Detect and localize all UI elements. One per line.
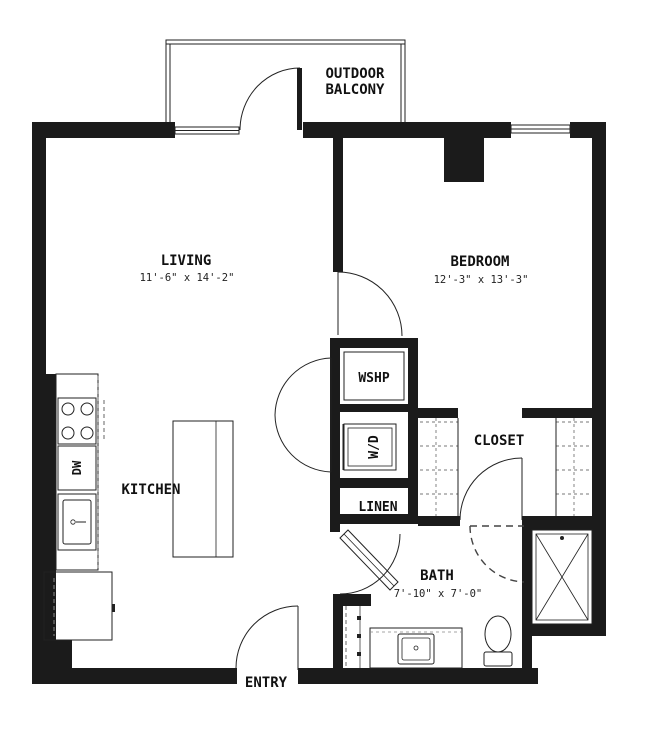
living-dimensions: 11'-6" x 14'-2" xyxy=(140,272,235,284)
closet-shelving xyxy=(420,418,592,516)
bath-entry-door xyxy=(339,533,401,595)
bedroom-label: BEDROOM xyxy=(450,254,509,270)
refrigerator xyxy=(43,571,115,641)
interior-walls xyxy=(330,138,606,684)
wd-label: W/D xyxy=(367,435,382,459)
linen-label: LINEN xyxy=(358,500,397,515)
wshp-unit xyxy=(343,351,405,401)
wshp-label: WSHP xyxy=(358,371,389,386)
bath-storage xyxy=(345,606,361,668)
bedroom-dimensions: 12'-3" x 13'-3" xyxy=(434,274,529,286)
shower-door-swing xyxy=(469,525,525,583)
toilet xyxy=(483,615,513,667)
closet-label: CLOSET xyxy=(474,433,525,449)
shower xyxy=(531,529,593,625)
kitchen-counters xyxy=(55,373,105,571)
balcony-door xyxy=(239,67,302,131)
dw-label: DW xyxy=(70,460,84,475)
outdoor-balcony xyxy=(165,39,406,124)
bath-label: BATH xyxy=(420,568,454,584)
kitchen-island xyxy=(172,420,234,558)
closet-door xyxy=(459,457,523,521)
entry-door xyxy=(235,605,299,670)
balcony-label-line1: OUTDOOR xyxy=(325,66,385,82)
entry-label: ENTRY xyxy=(245,675,288,691)
bath-dimensions: 7'-10" x 7'-0" xyxy=(394,588,483,600)
living-label: LIVING xyxy=(161,253,212,269)
linen-door xyxy=(339,529,399,591)
bedroom-door xyxy=(337,271,403,337)
utility-door xyxy=(274,357,332,473)
balcony-label-line2: BALCONY xyxy=(325,82,385,98)
bath-vanity xyxy=(369,627,463,669)
kitchen-label: KITCHEN xyxy=(121,482,180,498)
washer-dryer xyxy=(342,423,397,471)
kitchen-sink xyxy=(57,493,97,551)
dishwasher xyxy=(57,445,97,491)
exterior-walls xyxy=(32,122,606,684)
bedroom-window xyxy=(510,124,571,134)
balcony-door-glass xyxy=(174,126,240,135)
structural-column xyxy=(444,138,484,182)
cooktop xyxy=(57,397,97,445)
